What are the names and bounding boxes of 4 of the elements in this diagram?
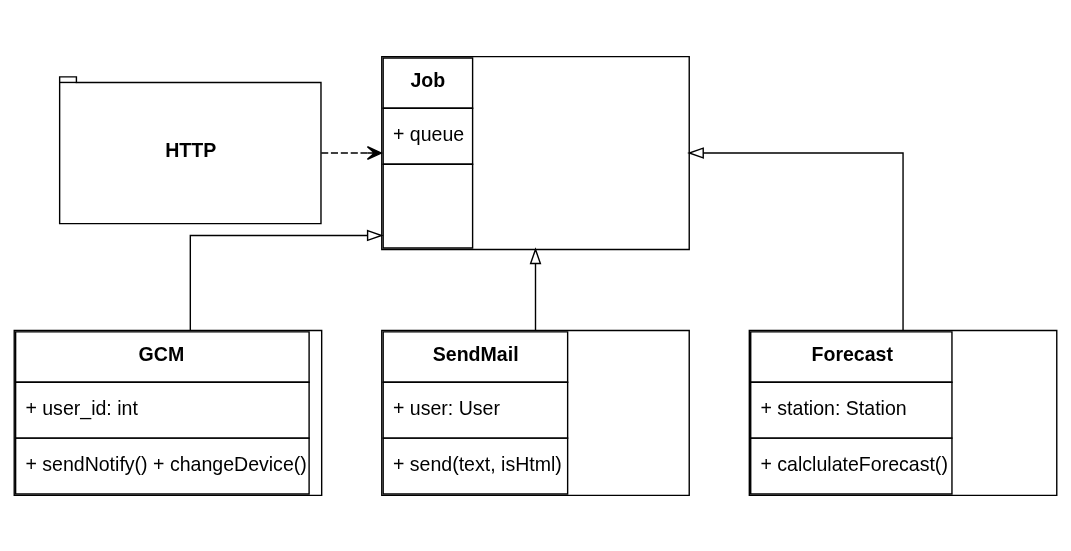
- arrow: [189, 229, 384, 331]
- arrow: [320, 145, 383, 160]
- arrow: [529, 246, 542, 331]
- arrow: [687, 146, 904, 331]
